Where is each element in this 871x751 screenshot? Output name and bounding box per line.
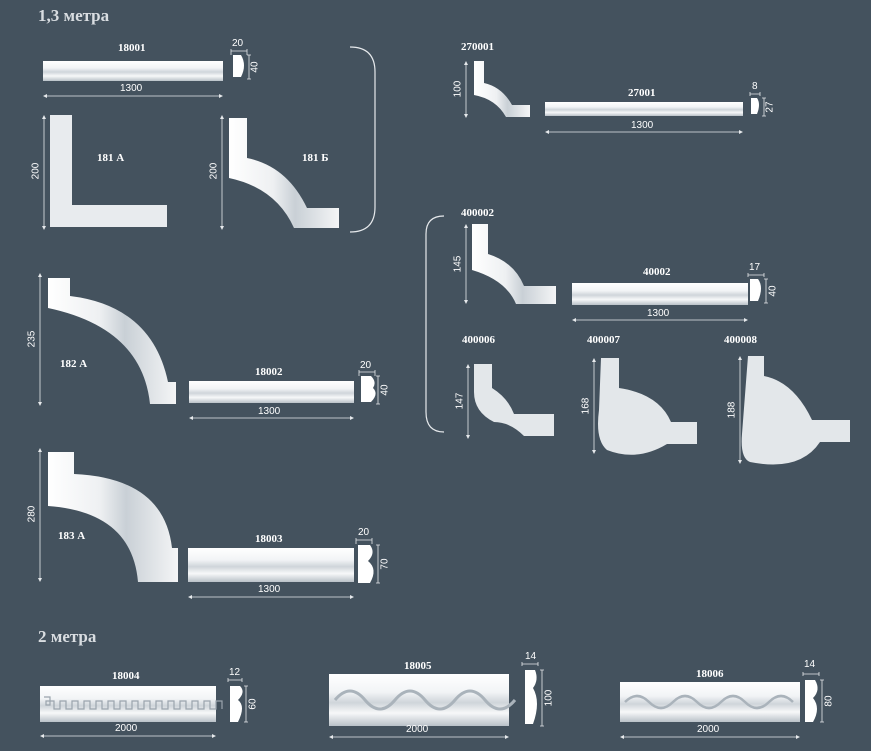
corner-182a [48,278,176,404]
code-400007: 400007 [587,334,620,346]
length-18003: 1300 [258,584,281,595]
size-182a: 235 [26,330,38,348]
width-18001: 20 [232,38,244,49]
length-18006: 2000 [697,724,720,735]
size-270001: 100 [452,80,464,98]
code-40002: 40002 [643,266,671,278]
code-182a: 182 А [60,358,88,370]
code-400006: 400006 [462,334,495,346]
molding-18004 [40,686,216,722]
length-18004: 2000 [115,723,138,734]
size-181b: 200 [208,162,220,180]
height-40002: 40 [767,285,779,297]
width-27001: 8 [752,81,758,92]
code-181a: 181 А [97,152,125,164]
length-40002: 1300 [647,308,670,319]
molding-18006 [620,682,800,722]
profile-dims [227,49,824,727]
molding-18002 [189,381,354,403]
molding-27001 [545,102,743,116]
profile-18001 [233,55,244,77]
scroll-ornament [624,694,794,710]
code-27001: 27001 [628,87,656,99]
meander-ornament [44,696,223,710]
height-18005: 100 [543,689,555,707]
group-bracket-left [425,215,445,433]
height-27001: 27 [764,101,776,113]
corner-400007 [598,358,697,455]
section-title-2m: 2 метра [38,627,97,646]
profile-18002 [361,376,376,402]
width-18006: 14 [804,659,816,670]
profile-18005 [525,670,537,724]
code-400008: 400008 [724,334,757,346]
floral-ornament [333,689,517,711]
corner-400002 [472,224,556,304]
width-18002: 20 [360,360,372,371]
size-400002: 145 [452,255,464,273]
code-183a: 183 А [58,530,86,542]
molding-40002 [572,283,748,305]
code-18004: 18004 [112,670,140,682]
profile-18006 [805,680,818,722]
length-18005: 2000 [406,724,429,735]
width-40002: 17 [749,262,761,273]
code-18005: 18005 [404,660,432,672]
width-18003: 20 [358,527,370,538]
height-18001: 40 [249,61,261,73]
code-18001: 18001 [118,42,146,54]
profile-40002 [750,279,761,301]
size-183a: 280 [26,505,38,523]
section-title-13m: 1,3 метра [38,6,110,25]
profile-18004 [230,686,243,722]
width-18005: 14 [525,651,537,662]
height-18002: 40 [379,384,391,396]
size-400006: 147 [454,392,466,410]
code-270001: 270001 [461,41,494,53]
code-400002: 400002 [461,207,494,219]
corner-183a [48,452,178,582]
group-bracket-right [349,46,376,233]
height-18003: 70 [379,558,391,570]
code-18006: 18006 [696,668,724,680]
molding-18005 [329,674,509,726]
size-181a: 200 [30,162,42,180]
corner-400008 [741,356,850,465]
length-27001: 1300 [631,120,654,131]
length-18002: 1300 [258,406,281,417]
height-18004: 60 [247,698,259,710]
corner-400006 [474,364,554,436]
code-18003: 18003 [255,533,283,545]
code-18002: 18002 [255,366,283,378]
width-18004: 12 [229,667,241,678]
profile-18003 [358,545,374,583]
size-400008: 188 [726,401,738,419]
corner-270001 [474,61,530,117]
length-18001: 1300 [120,83,143,94]
size-400007: 168 [580,397,592,415]
molding-18003 [188,548,354,582]
corner-181a [50,115,167,227]
code-181b: 181 Б [302,152,329,164]
height-18006: 80 [823,695,835,707]
profile-27001 [751,98,759,114]
molding-18001 [43,61,223,81]
corner-181b [229,118,339,228]
